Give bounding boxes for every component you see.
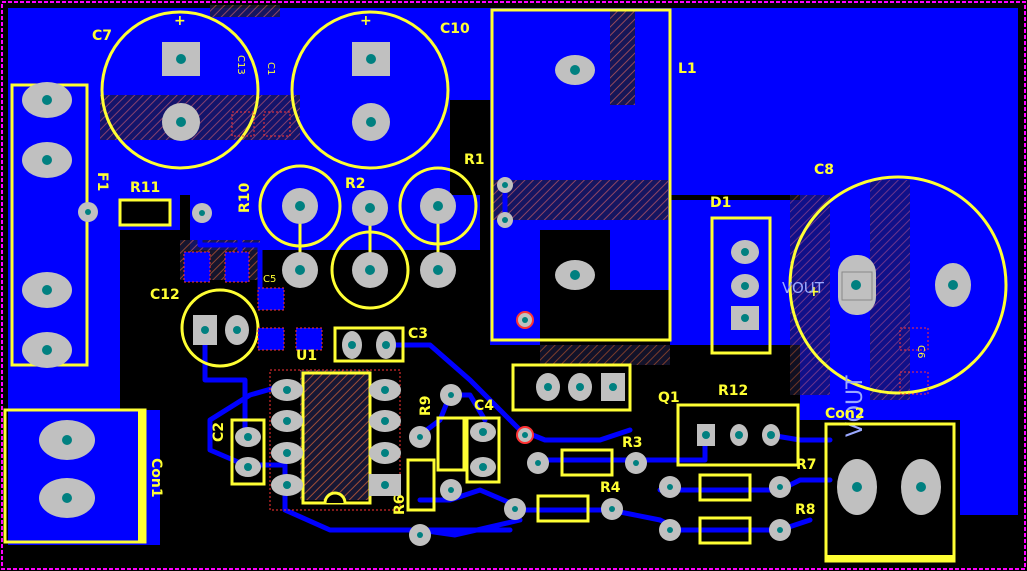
q1-label: Q1 — [658, 390, 680, 406]
vias — [497, 177, 534, 444]
c8-plus-mark: + — [808, 284, 820, 300]
vout-net-label: VOUT — [782, 279, 825, 297]
resistor-r8[interactable]: R8 — [659, 502, 816, 545]
capacitor-c2[interactable]: C2 — [211, 418, 266, 486]
d1-label: D1 — [710, 195, 731, 211]
con2-label: Con2 — [825, 406, 865, 422]
r7-label: R7 — [796, 457, 817, 473]
connector-con2[interactable]: Con2 — [824, 406, 956, 563]
inductor-l1[interactable]: L1 — [490, 8, 697, 342]
c7-label: C7 — [92, 28, 112, 44]
capacitor-c10[interactable]: + C10 — [290, 10, 470, 170]
r10-label: R10 — [237, 182, 253, 213]
resistor-r1[interactable]: R1 — [398, 152, 485, 288]
resistor-r9[interactable]: R9 — [409, 384, 466, 501]
transistor-q1[interactable]: Q1 R12 — [658, 383, 800, 467]
connector-con1[interactable]: Con1 — [3, 408, 164, 544]
c4-label: C4 — [474, 398, 494, 414]
resistor-r4[interactable]: R4 — [504, 480, 623, 523]
r11-label: R11 — [130, 180, 160, 196]
resistor-r11[interactable]: R11 — [118, 180, 212, 227]
c3-label: C3 — [408, 326, 428, 342]
smd-capacitor-c6[interactable]: C6 — [899, 327, 929, 395]
f1-label: F1 — [94, 172, 110, 191]
smd-parts-cluster: C5 — [183, 251, 323, 351]
capacitor-c8[interactable]: + C8 VOUT VOUT — [782, 162, 1008, 437]
capacitor-c3[interactable]: C3 — [333, 326, 428, 363]
c8-label: C8 — [814, 162, 834, 178]
resistor-r3[interactable]: R3 — [527, 435, 647, 477]
smd-capacitor-c1[interactable]: C1 — [263, 62, 291, 137]
fuse-f1[interactable]: F1 — [10, 82, 110, 368]
c10-label: C10 — [440, 21, 470, 37]
c5-label: C5 — [263, 274, 276, 285]
r12-label: R12 — [718, 383, 748, 399]
vout-silk-label: VOUT — [843, 375, 868, 437]
ic-u1[interactable]: U1 — [269, 348, 401, 511]
r9-label: R9 — [418, 395, 434, 416]
smd-capacitor-c13[interactable]: C13 — [231, 55, 255, 137]
capacitor-c7[interactable]: + C7 — [92, 10, 260, 170]
capacitor-c4[interactable]: C4 — [465, 398, 501, 484]
r3-label: R3 — [622, 435, 643, 451]
resistor-r2[interactable]: R2 — [330, 176, 410, 310]
r2-label: R2 — [345, 176, 366, 192]
resistor-r6[interactable]: R6 — [392, 458, 436, 546]
c10-plus-mark: + — [360, 13, 372, 29]
resistor-r7[interactable]: R7 — [659, 457, 817, 502]
con1-label: Con1 — [148, 458, 164, 498]
r4-label: R4 — [600, 480, 621, 496]
c13-label: C13 — [235, 55, 246, 75]
diode-d1[interactable]: D1 — [710, 195, 772, 355]
r6-label: R6 — [392, 494, 408, 515]
r8-label: R8 — [795, 502, 816, 518]
u1-label: U1 — [296, 348, 317, 364]
r1-label: R1 — [464, 152, 485, 168]
c2-label: C2 — [211, 422, 227, 442]
c7-plus-mark: + — [174, 13, 186, 29]
c1-label: C1 — [265, 62, 276, 75]
transistor-footprint[interactable] — [511, 363, 632, 412]
resistor-r10[interactable]: R10 — [237, 164, 342, 288]
c12-label: C12 — [150, 287, 180, 303]
l1-label: L1 — [678, 61, 697, 77]
c6-label: C6 — [915, 345, 926, 358]
